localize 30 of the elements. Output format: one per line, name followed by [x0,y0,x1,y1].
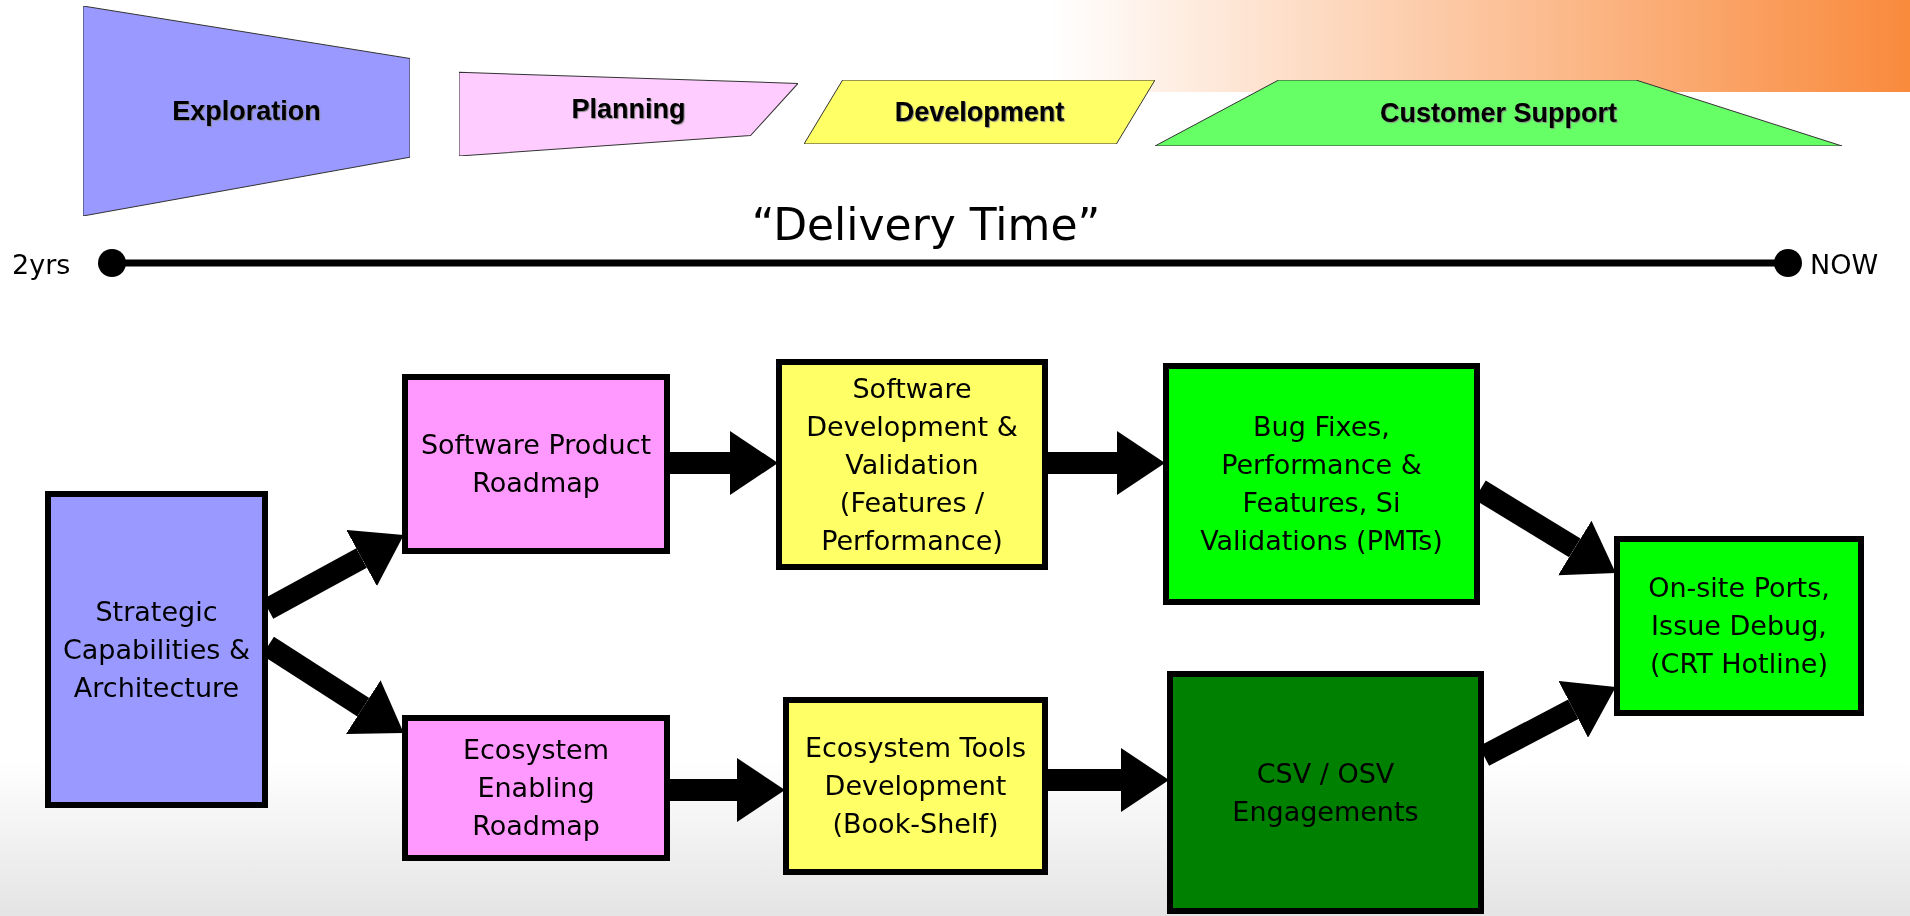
phase-trapezoid [1155,80,1842,146]
phase-parallelogram [804,80,1155,144]
process-box [776,359,1048,570]
node-text: Ecosystem Tools Development (Book-Shelf) [803,731,1028,841]
process-box [783,697,1048,875]
node-text: Strategic Capabilities & Architecture [61,594,252,705]
node-text: On-site Ports, Issue Debug, (CRT Hotline) [1647,571,1831,681]
timeline-start-label: 2yrs [12,248,71,280]
process-box [402,374,670,554]
process-box [1167,671,1484,914]
block-arrow [670,758,785,822]
delivery-time-label: “Delivery Time” [751,198,1101,250]
node-text: Planning [571,94,686,125]
block-arrow [670,431,778,495]
process-box [402,715,670,861]
process-box [1614,536,1864,716]
block-arrow [1048,748,1169,812]
process-box [45,491,268,808]
node-text: Bug Fixes, Performance & Features, Si Validations (PMTs) [1199,410,1444,558]
node-text: Software Development & Validation (Features / Performance) [805,371,1019,558]
node-text: Exploration [172,95,321,127]
node-text: CSV / OSV Engagements [1231,756,1420,829]
node-text: Software Product Roadmap [419,428,653,500]
phase-trapezoid [83,6,410,216]
node-text: Development [894,96,1065,128]
node-text: Ecosystem Enabling Roadmap [461,733,610,843]
process-box [1163,363,1480,605]
block-arrow [1048,431,1165,495]
timeline-end-label: NOW [1810,248,1879,280]
node-text: Customer Support [1380,97,1617,129]
